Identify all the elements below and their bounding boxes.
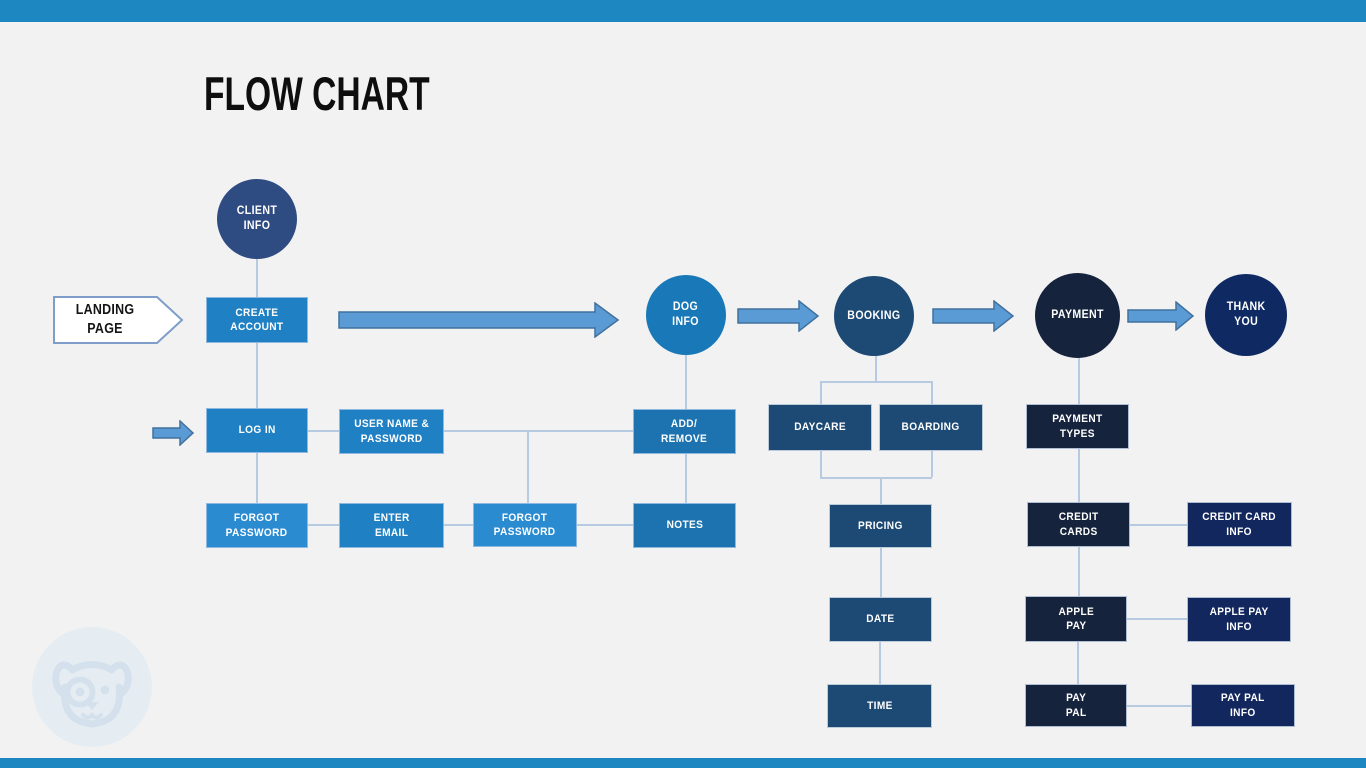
connector (820, 477, 932, 479)
node-dog-info: DOG INFO (646, 275, 726, 355)
connector (931, 451, 933, 477)
node-pay-pal: PAY PAL (1025, 684, 1127, 727)
node-label: ENTER EMAIL (373, 512, 410, 539)
node-label: THANK YOU (1226, 301, 1266, 328)
node-boarding: BOARDING (879, 404, 983, 451)
node-apple-pay-info: APPLE PAY INFO (1187, 597, 1291, 642)
node-label: DATE (866, 613, 895, 626)
node-label: PAY PAL (1065, 692, 1087, 719)
pentagon-shape (53, 296, 184, 344)
bottom-accent-bar (0, 758, 1366, 768)
node-notes: NOTES (633, 503, 736, 548)
connector (820, 451, 822, 477)
node-label: DOG INFO (672, 301, 700, 328)
node-credit-cards: CREDIT CARDS (1027, 502, 1130, 547)
node-create-account: CREATE ACCOUNT (206, 297, 308, 343)
node-label: PAYMENT (1051, 309, 1104, 322)
node-forgot-password-1: FORGOT PASSWORD (206, 503, 308, 548)
connector (820, 381, 932, 383)
connector (880, 548, 882, 597)
flow-arrow-create-to-doginfo (338, 302, 620, 338)
top-accent-bar (0, 0, 1366, 22)
node-label: PRICING (858, 519, 903, 532)
connector (879, 642, 881, 684)
connector (1127, 618, 1187, 620)
node-pay-pal-info: PAY PAL INFO (1191, 684, 1295, 727)
connector (1127, 705, 1191, 707)
node-label: BOARDING (901, 421, 961, 434)
node-time: TIME (827, 684, 932, 728)
node-label: ADD/ REMOVE (661, 418, 708, 445)
node-label: CLIENT INFO (236, 205, 278, 232)
connector (1078, 449, 1080, 502)
node-add-remove: ADD/ REMOVE (633, 409, 736, 454)
node-label: TIME (866, 699, 893, 712)
node-forgot-password-2: FORGOT PASSWORD (473, 503, 577, 547)
connector (880, 477, 882, 504)
connector (256, 259, 258, 297)
dog-logo-icon (32, 627, 152, 747)
connector (256, 343, 258, 408)
node-apple-pay: APPLE PAY (1025, 596, 1127, 642)
flow-arrow-doginfo-to-booking (737, 300, 820, 332)
node-label: FORGOT PASSWORD (226, 512, 288, 539)
connector (308, 524, 339, 526)
node-label: DAYCARE (794, 421, 846, 434)
node-client-info: CLIENT INFO (217, 179, 297, 259)
connector (577, 524, 633, 526)
node-label: FORGOT PASSWORD (494, 511, 556, 538)
node-label: LANDING PAGE (75, 302, 135, 337)
connector (1130, 524, 1187, 526)
page-title: FLOW CHART (204, 66, 430, 120)
node-enter-email: ENTER EMAIL (339, 503, 444, 548)
connector (444, 430, 633, 432)
connector (444, 524, 473, 526)
connector (1078, 547, 1080, 596)
node-landing-page: LANDING PAGE (53, 296, 184, 344)
node-label: NOTES (666, 519, 703, 532)
node-label: APPLE PAY INFO (1209, 606, 1269, 633)
flow-arrow-payment-to-thankyou (1127, 301, 1195, 331)
node-label: PAYMENT TYPES (1052, 413, 1103, 440)
node-log-in: LOG IN (206, 408, 308, 453)
node-credit-card-info: CREDIT CARD INFO (1187, 502, 1292, 547)
node-label: CREATE ACCOUNT (230, 306, 284, 333)
node-label: PAY PAL INFO (1221, 692, 1265, 719)
node-label: CREDIT CARDS (1058, 511, 1099, 538)
node-payment: PAYMENT (1035, 273, 1120, 358)
connector (1077, 642, 1079, 684)
connector (308, 430, 339, 432)
node-daycare: DAYCARE (768, 404, 872, 451)
node-booking: BOOKING (834, 276, 914, 356)
connector (685, 454, 687, 503)
flow-arrow-booking-to-payment (932, 300, 1015, 332)
node-label: APPLE PAY (1058, 605, 1094, 632)
node-label: USER NAME & PASSWORD (354, 418, 429, 445)
connector (256, 453, 258, 503)
connector (931, 381, 933, 404)
flow-arrow-into-login (152, 420, 195, 446)
node-label: LOG IN (238, 424, 276, 437)
connector (685, 355, 687, 409)
node-label: BOOKING (847, 309, 901, 322)
connector (1078, 357, 1080, 404)
node-username-password: USER NAME & PASSWORD (339, 409, 444, 454)
node-thank-you: THANK YOU (1205, 274, 1287, 356)
node-date: DATE (829, 597, 932, 642)
connector (875, 356, 877, 381)
node-payment-types: PAYMENT TYPES (1026, 404, 1129, 449)
node-pricing: PRICING (829, 504, 932, 548)
connector (527, 431, 529, 503)
connector (820, 381, 822, 404)
node-label: CREDIT CARD INFO (1202, 511, 1277, 538)
